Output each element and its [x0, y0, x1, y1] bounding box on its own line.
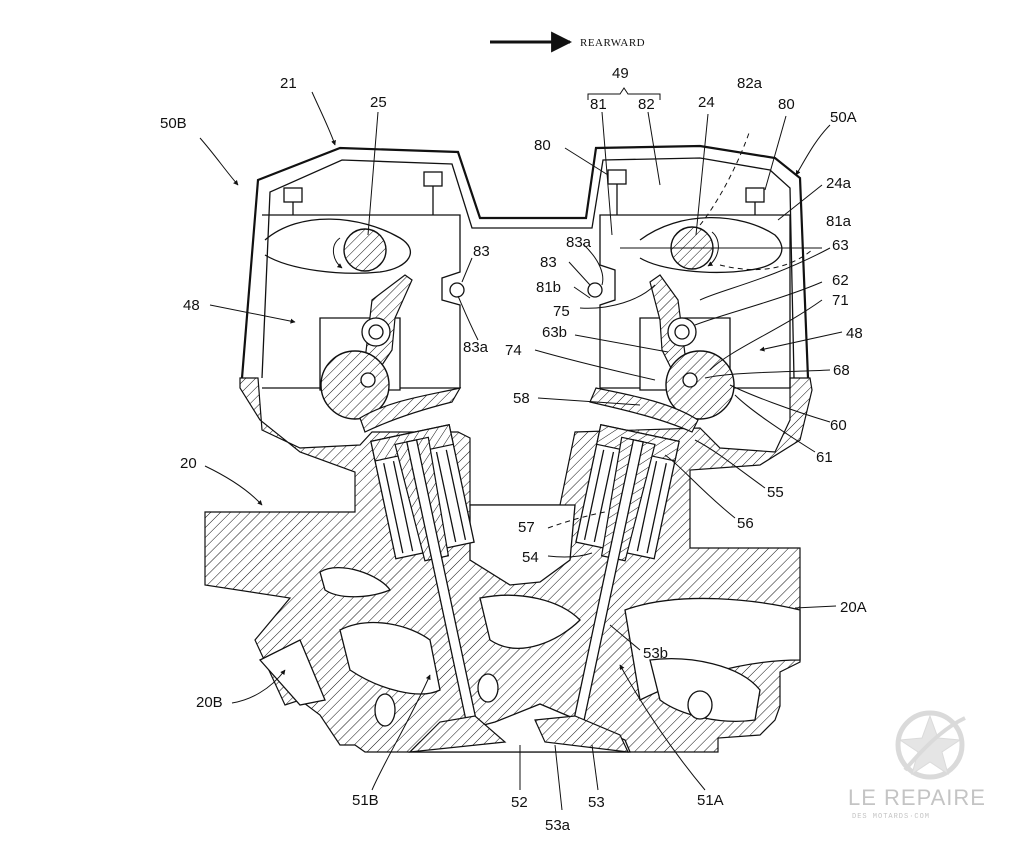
label-21: 21	[280, 75, 297, 92]
label-52: 52	[511, 794, 528, 811]
label-53a: 53a	[545, 817, 571, 834]
bore-center	[477, 673, 499, 703]
bore-right	[687, 690, 713, 720]
watermark: LE REPAIRE DES MOTARDS·COM	[848, 710, 986, 821]
label-80-left: 80	[534, 137, 551, 154]
label-81-top: 81	[590, 96, 607, 113]
label-68: 68	[833, 362, 850, 379]
label-50A: 50A	[830, 109, 857, 126]
label-60: 60	[830, 417, 847, 434]
intake-cam-lobe	[264, 218, 412, 274]
center-cavity	[479, 594, 581, 649]
label-20B: 20B	[196, 694, 223, 711]
label-54: 54	[522, 549, 539, 566]
label-81a: 81a	[826, 213, 852, 230]
label-53b: 53b	[643, 645, 668, 662]
label-83a-upper: 83a	[566, 234, 592, 251]
cylinder-head-body	[204, 377, 813, 753]
port-20B-cavity	[258, 639, 326, 706]
label-75: 75	[553, 303, 570, 320]
label-83-left: 83	[473, 243, 490, 260]
intake-valve-head	[408, 715, 507, 753]
label-83a-lower: 83a	[463, 339, 489, 356]
label-49: 49	[612, 65, 629, 82]
intake-camshaft-25	[343, 228, 387, 272]
rocker-shaft-right	[665, 350, 735, 420]
watermark-logo-icon	[895, 710, 966, 780]
tappet-shoe-left	[359, 387, 462, 433]
label-71: 71	[832, 292, 849, 309]
label-63: 63	[832, 237, 849, 254]
bolt-left-2	[423, 171, 443, 187]
label-58: 58	[513, 390, 530, 407]
exhaust-valve-spring	[568, 423, 680, 746]
label-56: 56	[737, 515, 754, 532]
label-51B: 51B	[352, 792, 379, 809]
pin-83-right	[587, 282, 603, 298]
watermark-subtitle: DES MOTARDS·COM	[852, 813, 930, 821]
leader-lines	[199, 87, 843, 811]
label-82a: 82a	[737, 75, 763, 92]
bore-left	[374, 693, 396, 727]
label-57: 57	[518, 519, 535, 536]
reference-labels: 21 25 50B 49 81 82 24 82a 80 50A 80 24a …	[160, 65, 867, 834]
rearward-indicator: REARWARD	[490, 31, 645, 53]
label-82-top: 82	[638, 96, 655, 113]
label-24: 24	[698, 94, 715, 111]
head-cover	[240, 144, 810, 379]
exhaust-port-lower	[649, 658, 761, 722]
label-50B: 50B	[160, 115, 187, 132]
intake-port-left	[339, 622, 441, 695]
water-jacket-left	[319, 567, 391, 598]
label-62: 62	[832, 272, 849, 289]
label-20A: 20A	[840, 599, 867, 616]
pin-83-left	[449, 282, 465, 298]
label-63b: 63b	[542, 324, 567, 341]
label-48-left: 48	[183, 297, 200, 314]
label-48-right: 48	[846, 325, 863, 342]
label-25: 25	[370, 94, 387, 111]
tappet-shoe-right	[589, 387, 699, 433]
label-80-right: 80	[778, 96, 795, 113]
label-83-right: 83	[540, 254, 557, 271]
right-valve-train	[534, 129, 813, 753]
label-81b: 81b	[536, 279, 561, 296]
label-20: 20	[180, 455, 197, 472]
label-74: 74	[505, 342, 522, 359]
label-61: 61	[816, 449, 833, 466]
exhaust-valve-head	[534, 715, 630, 753]
label-51A: 51A	[697, 792, 724, 809]
rocker-shaft-left	[320, 350, 390, 420]
label-55: 55	[767, 484, 784, 501]
bolt-right-2	[745, 187, 765, 203]
center-valley	[469, 504, 576, 586]
bolt-right-1	[607, 169, 627, 185]
label-53: 53	[588, 794, 605, 811]
intake-valve-spring	[370, 423, 482, 746]
label-24a: 24a	[826, 175, 852, 192]
watermark-title: LE REPAIRE	[848, 785, 986, 810]
left-valve-train	[262, 171, 507, 753]
rearward-label: REARWARD	[580, 37, 645, 49]
bolt-left-1	[283, 187, 303, 203]
